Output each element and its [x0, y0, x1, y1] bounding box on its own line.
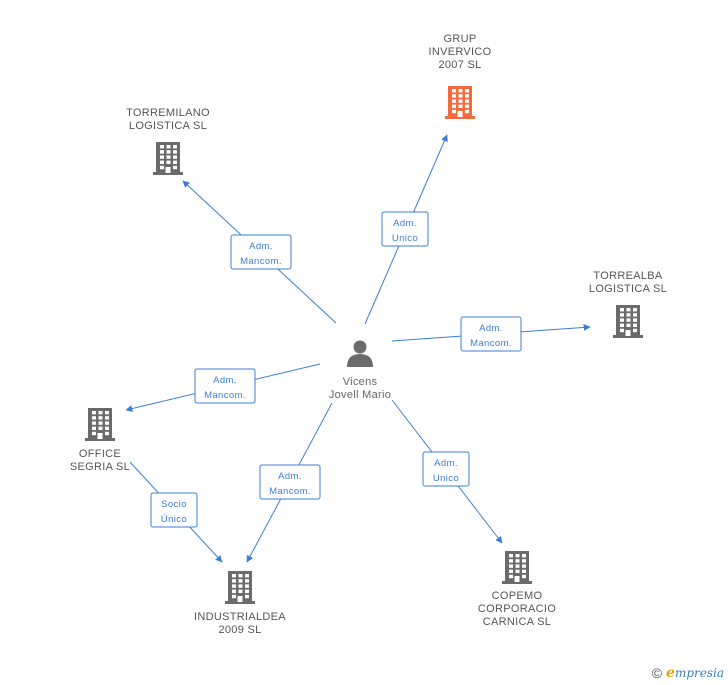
vicens-label-line: Jovell Mario	[329, 389, 391, 401]
industrialdea-label-line: INDUSTRIALDEA	[194, 611, 286, 623]
edge-badge-text: Adm. Mancom.	[269, 471, 311, 497]
copemo-label-line: CARNICA SL	[483, 616, 551, 628]
copemo-label-line: CORPORACIO	[478, 603, 556, 615]
edge-badge-vicens-to-office[interactable]: Adm. Mancom.	[194, 368, 256, 404]
grup-label-line: INVERVICO	[428, 46, 491, 58]
copemo-building-icon[interactable]	[502, 551, 532, 584]
edge-badge-vicens-to-industrialdea[interactable]: Adm. Mancom.	[259, 464, 321, 500]
industrialdea-building-icon[interactable]	[225, 571, 255, 604]
edge-badge-line: Mancom.	[204, 390, 246, 401]
edge-badge-line: Mancom.	[470, 338, 512, 349]
edge-badge-line: Adm.	[393, 218, 417, 229]
edge-badges-layer: Adm.UnicoAdm.Mancom.Adm.Mancom.Adm.Manco…	[150, 211, 522, 528]
edge-badge-text: Adm. Mancom.	[204, 375, 246, 401]
edge-badge-line: Adm.	[213, 375, 237, 386]
office-label-line: OFFICE	[79, 448, 121, 460]
edge-badge-text: Adm. Mancom.	[240, 241, 282, 267]
torremilano-label-line: LOGISTICA SL	[129, 120, 207, 132]
office-label-line: SEGRIA SL	[70, 461, 130, 473]
edge-badge-line: Adm.	[249, 241, 273, 252]
industrialdea-label-line: 2009 SL	[218, 624, 261, 636]
grup-label-line: 2007 SL	[438, 59, 481, 71]
vicens-label-line: Vicens	[343, 376, 378, 388]
brand-initial: e	[666, 665, 675, 681]
copyright-footer: © empresia	[652, 665, 724, 681]
copemo-label-line: COPEMO	[492, 590, 543, 602]
edge-badge-vicens-to-copemo[interactable]: Adm. Unico	[422, 451, 470, 487]
brand-logo[interactable]: empresia	[666, 665, 724, 681]
torremilano-label-line: TORREMILANO	[126, 107, 210, 119]
torrealba-building-icon[interactable]	[613, 305, 643, 338]
edge-badge-line: Socio	[161, 499, 187, 510]
torrealba-label-line: TORREALBA	[593, 270, 662, 282]
grup-label-line: GRUP	[444, 33, 477, 45]
torrealba-label-line: LOGISTICA SL	[589, 283, 667, 295]
office-building-icon[interactable]	[85, 408, 115, 441]
edge-badge-line: Adm.	[479, 323, 503, 334]
copyright-symbol: ©	[651, 665, 663, 681]
edge-badge-line: Mancom.	[240, 256, 282, 267]
grup-building-icon[interactable]	[445, 86, 475, 119]
vicens-person-icon[interactable]	[347, 340, 373, 368]
edge-badge-line: Unico	[433, 473, 459, 484]
edge-badge-text: Adm. Mancom.	[470, 323, 512, 349]
edge-badge-line: Unico	[392, 233, 418, 244]
edge-badge-vicens-to-torremilano[interactable]: Adm. Mancom.	[230, 234, 292, 270]
edge-badge-text: Adm. Unico	[433, 458, 459, 484]
brand-name: mpresia	[674, 666, 724, 680]
edge-badge-vicens-to-torrealba[interactable]: Adm. Mancom.	[460, 316, 522, 352]
edge-badge-line: Adm.	[434, 458, 458, 469]
edge-badge-text: Adm. Unico	[392, 218, 418, 244]
edge-badge-vicens-to-grup[interactable]: Adm. Unico	[381, 211, 429, 247]
edge-badge-line: Mancom.	[269, 486, 311, 497]
torremilano-building-icon[interactable]	[153, 142, 183, 175]
edge-badge-line: Adm.	[278, 471, 302, 482]
edge-badge-line: Único	[161, 514, 187, 525]
